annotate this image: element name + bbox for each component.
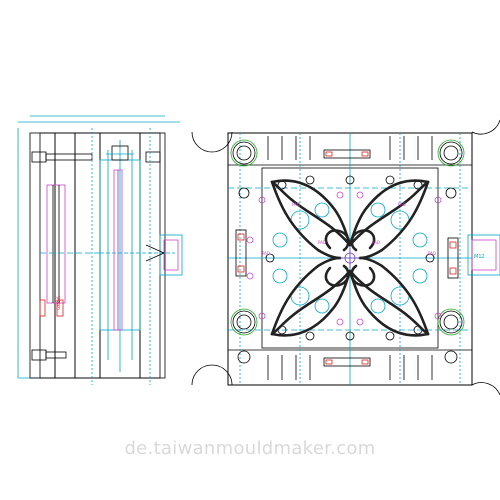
label-top-right: PAD [398,202,406,207]
label-center-right: PAD [372,240,380,245]
label-corner-mark: M12 [474,254,485,260]
plan-view [191,119,500,396]
plan-labels: PAD PAD PAD PAD PAD PAD M12 [262,202,485,260]
label-top-left: PAD [292,202,300,207]
ornament-part [270,179,430,337]
ornament-runner [340,248,360,268]
watermark: de.taiwanmouldmaker.com [124,438,376,459]
side-section-view [17,115,183,385]
label-left: PAD [262,251,270,256]
label-right: PAD [428,251,436,256]
label-center-left: PAD [318,240,326,245]
side-view-label-a: Gate A [56,296,61,310]
